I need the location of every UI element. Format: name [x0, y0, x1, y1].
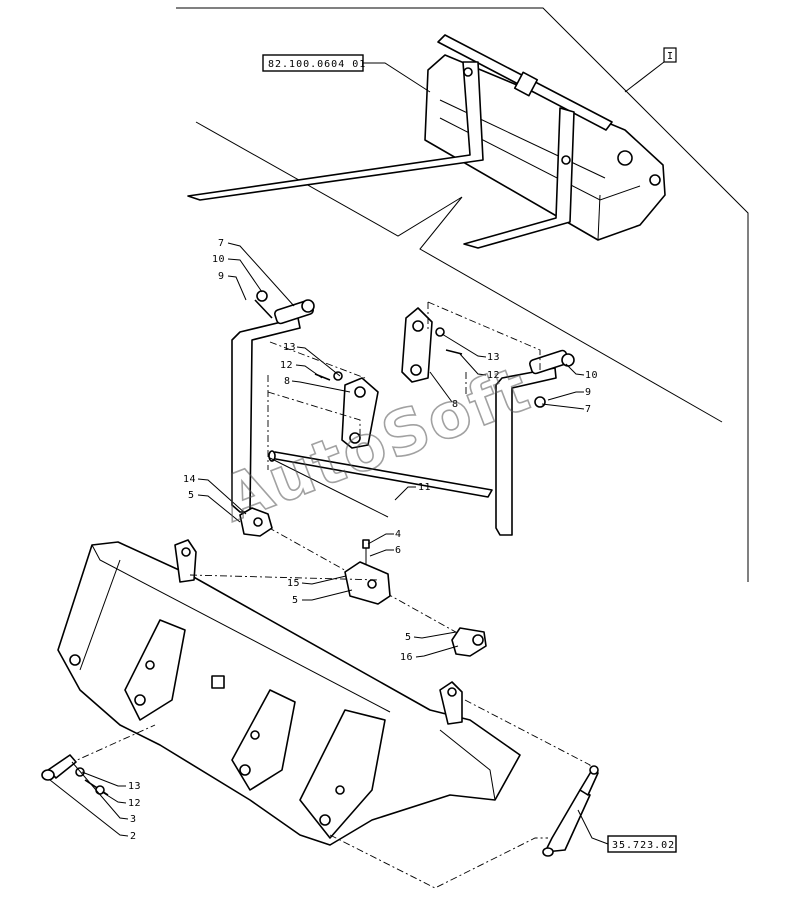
callout-13b[interactable]: 13 [441, 333, 500, 363]
svg-text:13: 13 [283, 342, 296, 353]
svg-text:11: 11 [418, 482, 431, 493]
svg-text:10: 10 [212, 254, 225, 265]
callout-10b[interactable]: 10 [565, 363, 598, 381]
callout-7a[interactable]: 7 [218, 238, 295, 307]
callout-6[interactable]: 6 [369, 545, 402, 557]
pallet-fork-assembly [187, 34, 666, 249]
svg-text:8: 8 [452, 399, 459, 410]
callout-11[interactable]: 11 [394, 482, 431, 501]
callouts: 7 10 9 13 12 8 13 12 8 10 9 7 11 14 5 4 … [49, 238, 598, 842]
callout-15[interactable]: 15 [287, 575, 347, 589]
svg-text:4: 4 [395, 529, 402, 540]
svg-text:9: 9 [218, 271, 225, 282]
callout-7b[interactable]: 7 [541, 403, 592, 415]
callout-10a[interactable]: 10 [212, 254, 263, 293]
cross-shaft [268, 450, 493, 518]
svg-text:8: 8 [284, 376, 291, 387]
mount-bracket-center [344, 539, 391, 605]
svg-text:7: 7 [585, 404, 592, 415]
svg-text:10: 10 [585, 370, 598, 381]
svg-text:13: 13 [128, 781, 141, 792]
callout-12c[interactable]: 12 [101, 791, 141, 809]
svg-text:6: 6 [395, 545, 402, 556]
callout-12b[interactable]: 12 [459, 353, 500, 381]
svg-text:16: 16 [400, 652, 413, 663]
callout-13c[interactable]: 13 [81, 771, 141, 792]
ref-top-assembly[interactable]: 82.100.0604 01 [262, 54, 431, 93]
callout-13a[interactable]: 13 [283, 342, 341, 377]
ref-top-assembly-label: 82.100.0604 01 [268, 59, 366, 70]
svg-text:12: 12 [487, 370, 500, 381]
mount-bracket-right [451, 627, 487, 657]
svg-text:2: 2 [130, 831, 137, 842]
callout-14[interactable]: 14 [183, 474, 247, 515]
svg-text:9: 9 [585, 387, 592, 398]
svg-text:5: 5 [405, 632, 412, 643]
callout-5b[interactable]: 5 [292, 589, 353, 606]
svg-text:12: 12 [280, 360, 293, 371]
svg-text:12: 12 [128, 798, 141, 809]
callout-12a[interactable]: 12 [280, 360, 323, 379]
callout-3[interactable]: 3 [71, 761, 137, 825]
latch-pin-assembly [41, 754, 109, 796]
hydraulic-cylinder [542, 765, 599, 857]
ref-cylinder-label: 35.723.02 [612, 840, 675, 851]
callout-9b[interactable]: 9 [547, 387, 592, 401]
callout-2[interactable]: 2 [49, 779, 137, 842]
svg-text:14: 14 [183, 474, 196, 485]
watermark-text: AutoSoft [211, 352, 540, 536]
boundary-lines [176, 7, 749, 582]
mount-bracket-left [239, 507, 273, 537]
bucket [57, 539, 521, 846]
left-link-plate [314, 371, 379, 449]
svg-text:5: 5 [188, 490, 195, 501]
right-link-plate [401, 307, 463, 383]
callout-5c[interactable]: 5 [405, 631, 457, 643]
callout-5a[interactable]: 5 [188, 490, 241, 523]
frame-marker-label: I [667, 51, 674, 62]
ref-cylinder[interactable]: 35.723.02 [577, 809, 677, 853]
svg-text:7: 7 [218, 238, 225, 249]
callout-16[interactable]: 16 [400, 645, 459, 663]
callout-4[interactable]: 4 [367, 529, 402, 545]
callout-9a[interactable]: 9 [218, 271, 247, 301]
callout-8a[interactable]: 8 [284, 376, 351, 393]
svg-text:5: 5 [292, 595, 299, 606]
svg-text:15: 15 [287, 578, 300, 589]
callout-8b[interactable]: 8 [429, 371, 459, 410]
svg-text:3: 3 [130, 814, 137, 825]
frame-marker[interactable]: I [624, 47, 677, 93]
svg-text:13: 13 [487, 352, 500, 363]
left-fork-arm [231, 290, 315, 513]
